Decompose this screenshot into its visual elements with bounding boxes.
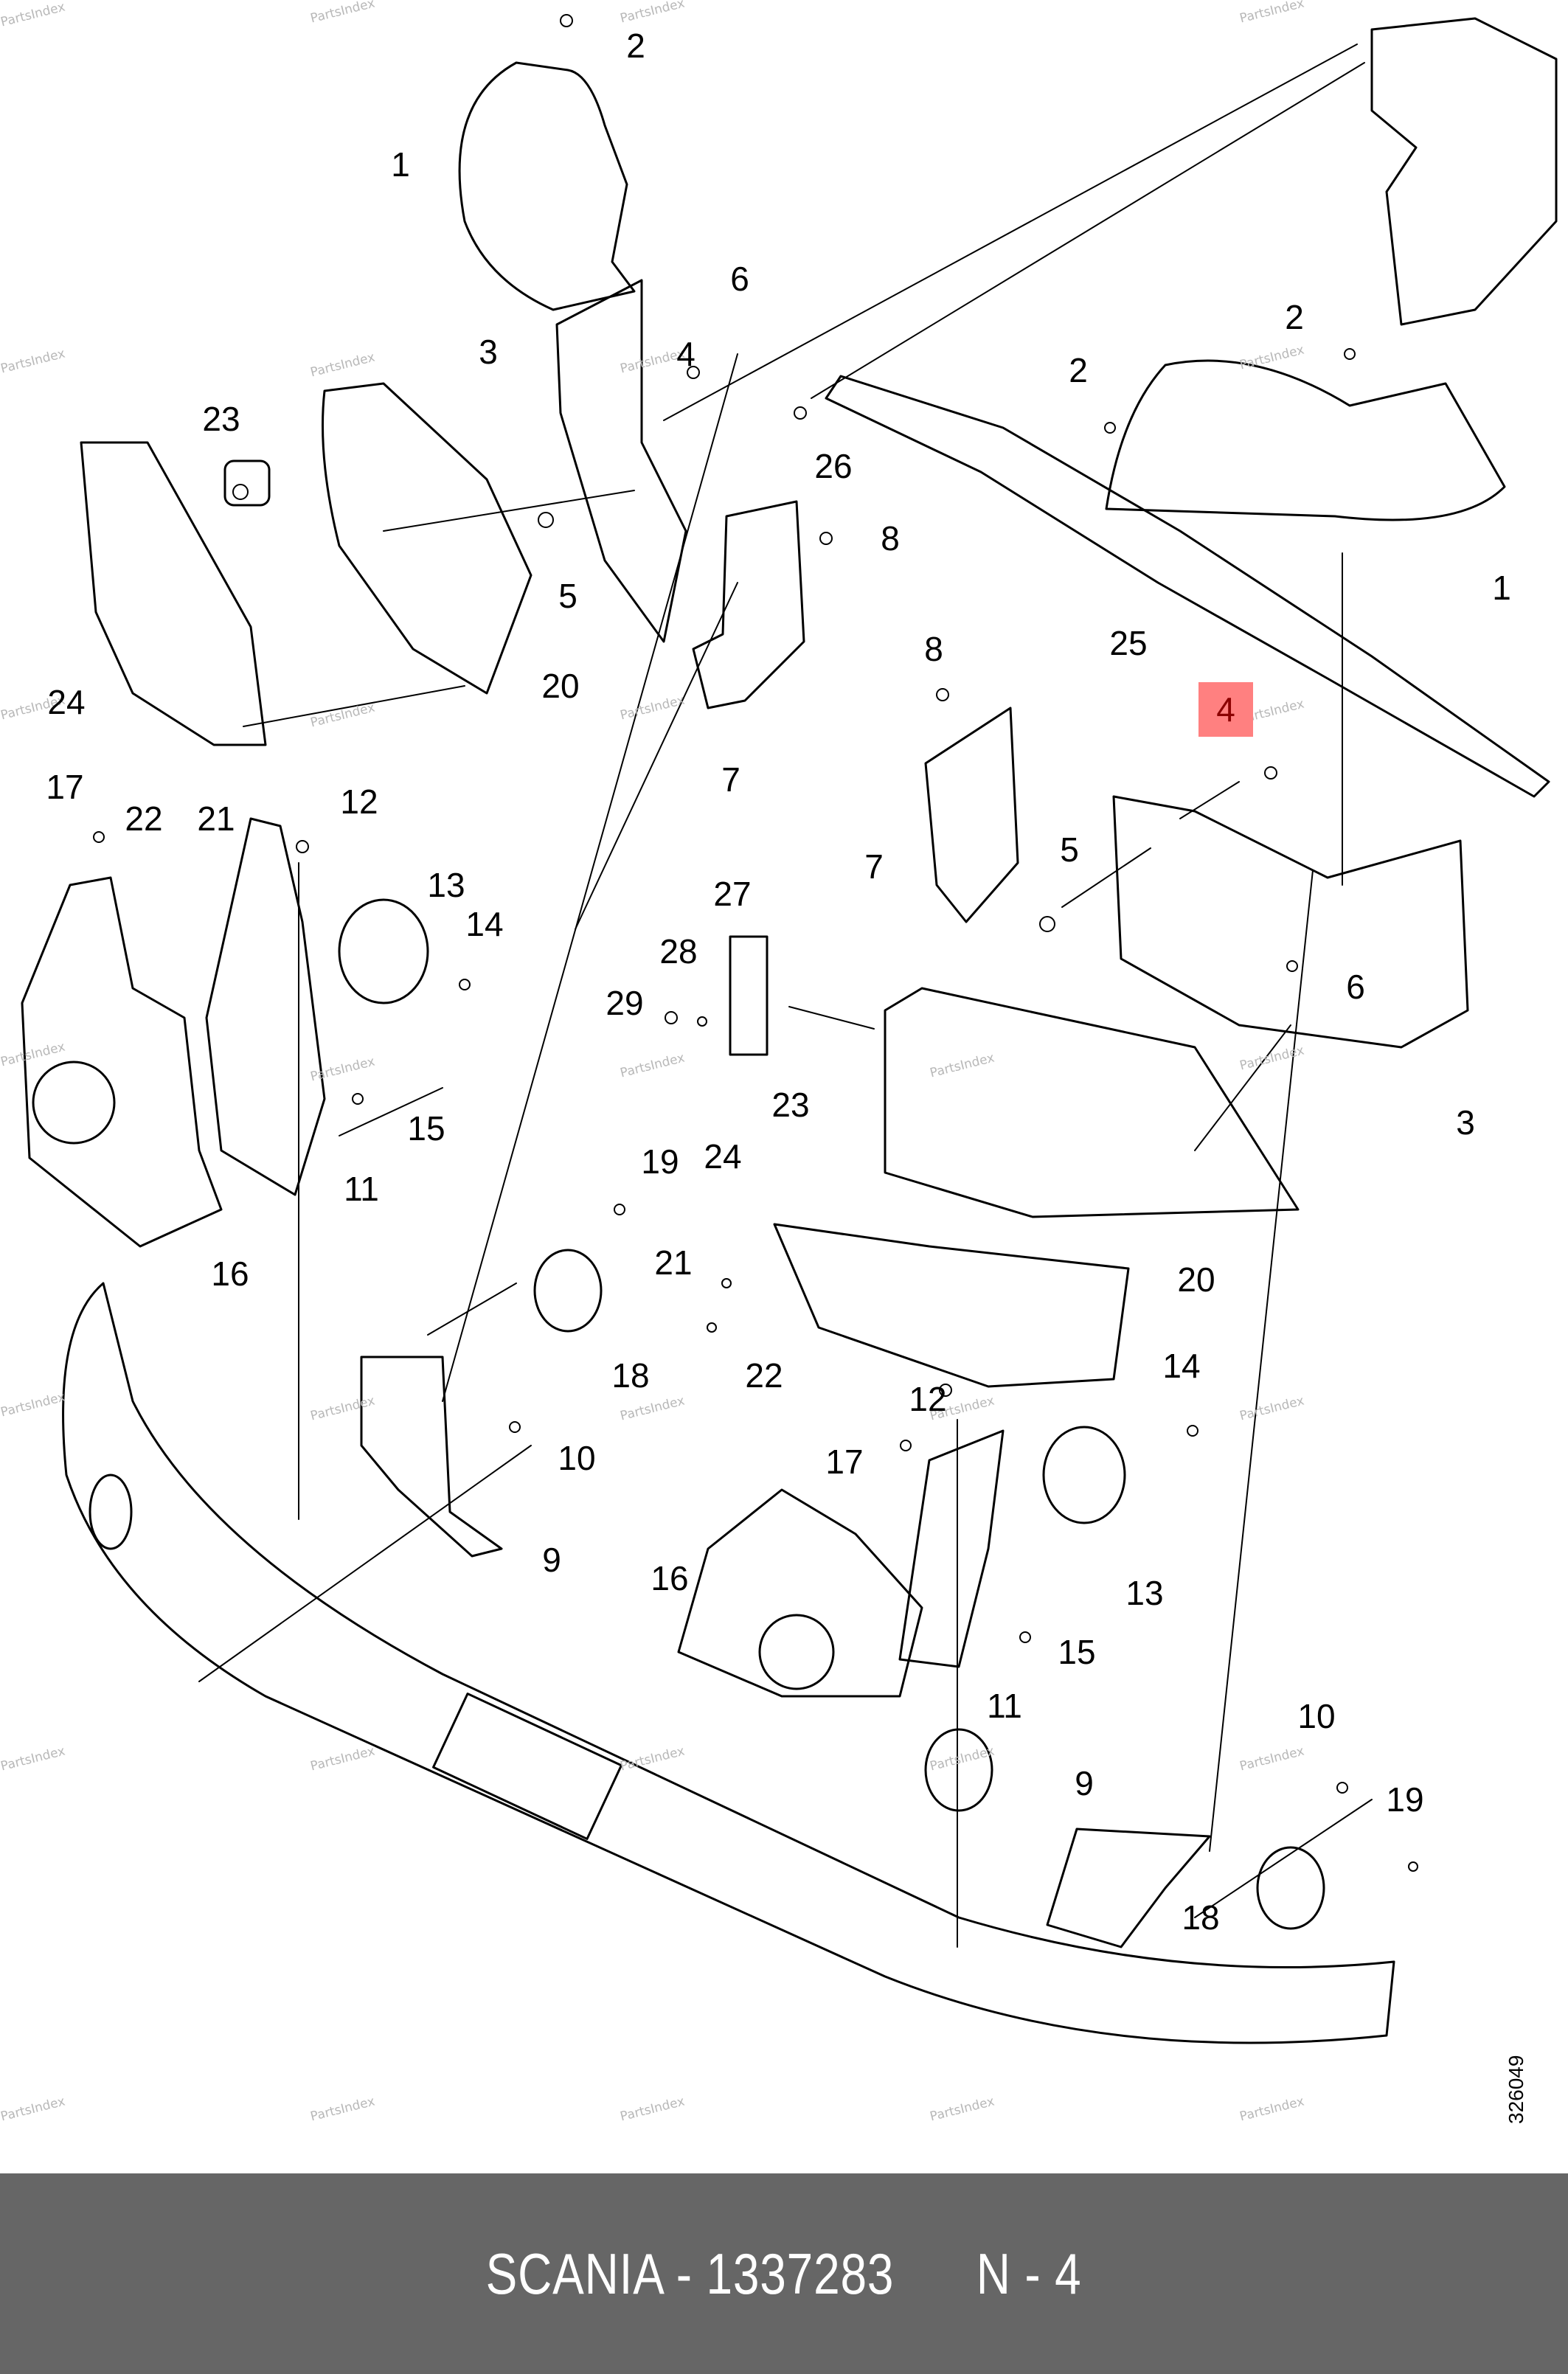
callout-part-10[interactable]: 10 (1297, 1697, 1336, 1735)
callout-part-26[interactable]: 26 (814, 447, 853, 485)
callout-part-5[interactable]: 5 (1060, 830, 1079, 869)
brand-name: SCANIA (486, 2241, 663, 2306)
callout-part-7[interactable]: 7 (864, 847, 884, 886)
callout-part-19[interactable]: 19 (641, 1142, 679, 1181)
bumper-fog-hole-right (926, 1729, 992, 1811)
part-bracket-11-left (207, 819, 325, 1195)
footer-bar: SCANIA - 1337283 N - 4 (0, 2173, 1568, 2374)
callout-part-17[interactable]: 17 (46, 768, 84, 806)
part-headlamp-24-left (81, 442, 266, 745)
callout-part-15[interactable]: 15 (1058, 1633, 1096, 1671)
callout-part-21[interactable]: 21 (197, 799, 235, 838)
callout-part-2[interactable]: 2 (1285, 298, 1304, 336)
callout-part-2[interactable]: 2 (1069, 351, 1088, 389)
callout-part-22[interactable]: 22 (125, 799, 163, 838)
part-bracket-3-left (557, 280, 686, 642)
callout-part-14[interactable]: 14 (1162, 1347, 1201, 1385)
callout-part-6[interactable]: 6 (1346, 968, 1365, 1006)
callout-part-16[interactable]: 16 (651, 1559, 689, 1597)
part-bracket-3-right (1114, 796, 1468, 1047)
part-bracket-7-right (926, 708, 1018, 922)
callout-part-15[interactable]: 15 (407, 1109, 445, 1148)
callout-part-12[interactable]: 12 (909, 1380, 947, 1418)
callout-part-8[interactable]: 8 (881, 519, 900, 558)
part-bracket-11-right (900, 1431, 1003, 1667)
drawing-number: 326049 (1505, 2055, 1527, 2124)
callout-part-24[interactable]: 24 (704, 1137, 742, 1176)
callout-part-11[interactable]: 11 (344, 1170, 379, 1208)
callout-part-18[interactable]: 18 (1182, 1898, 1220, 1937)
callout-part-22[interactable]: 22 (745, 1356, 783, 1395)
part-shroud-16-right-hole (760, 1615, 833, 1689)
callout-part-1[interactable]: 1 (391, 145, 410, 184)
fasteners (94, 15, 1418, 1871)
callout-part-20[interactable]: 20 (1177, 1260, 1215, 1299)
callout-part-25[interactable]: 25 (1109, 624, 1148, 662)
callout-part-1[interactable]: 1 (1492, 569, 1511, 607)
callout-part-13[interactable]: 13 (427, 866, 465, 904)
callout-part-28[interactable]: 28 (659, 932, 698, 971)
part-bumper (63, 1283, 1394, 2043)
callout-part-6[interactable]: 6 (730, 260, 749, 298)
part-lamp-13-left (339, 900, 428, 1003)
position-label: N - 4 (976, 2241, 1082, 2306)
callout-part-4[interactable]: 4 (676, 335, 695, 373)
part-bracket-9-right (1047, 1829, 1210, 1947)
callout-part-4-highlighted[interactable]: 4 (1198, 682, 1253, 737)
callout-part-27[interactable]: 27 (713, 875, 752, 913)
callout-part-3[interactable]: 3 (1456, 1103, 1475, 1142)
callout-part-16[interactable]: 16 (211, 1254, 249, 1293)
callout-part-23[interactable]: 23 (202, 400, 240, 438)
callout-part-18[interactable]: 18 (611, 1356, 650, 1395)
part-frame-rail (1372, 18, 1556, 324)
part-cover-1-right (1106, 361, 1505, 520)
callout-part-21[interactable]: 21 (654, 1243, 693, 1282)
part-number: 1337283 (706, 2241, 895, 2306)
separator: - (662, 2241, 707, 2306)
callout-part-29[interactable]: 29 (606, 984, 644, 1022)
callout-part-13[interactable]: 13 (1125, 1574, 1164, 1612)
part-headlamp-24-right (774, 1224, 1128, 1386)
callout-part-5[interactable]: 5 (558, 577, 577, 615)
part-lamp-18-right (1257, 1847, 1324, 1929)
callout-part-8[interactable]: 8 (924, 630, 943, 668)
part-housing-20-right (885, 988, 1298, 1217)
callout-part-19[interactable]: 19 (1386, 1780, 1424, 1819)
callout-part-7[interactable]: 7 (721, 760, 740, 799)
part-adjuster-23-left (225, 461, 269, 505)
bumper-fog-hole-left (90, 1475, 131, 1549)
callout-part-9[interactable]: 9 (1075, 1764, 1094, 1802)
callout-part-10[interactable]: 10 (558, 1439, 596, 1477)
part-cover-1-left (459, 63, 634, 310)
bumper-plate-area (434, 1694, 622, 1839)
parts-drawing (0, 0, 1568, 2176)
callout-part-24[interactable]: 24 (47, 683, 86, 721)
exploded-parts-diagram: PartsIndex PartsIndex PartsIndex PartsIn… (0, 0, 1568, 2176)
part-lamp-18-left (535, 1250, 601, 1331)
callout-part-17[interactable]: 17 (825, 1443, 864, 1481)
callout-part-14[interactable]: 14 (465, 905, 504, 943)
part-shroud-16-left (22, 878, 221, 1246)
callout-part-12[interactable]: 12 (340, 782, 378, 821)
callout-part-2[interactable]: 2 (626, 27, 645, 65)
part-shroud-16-right (679, 1490, 922, 1696)
callout-part-3[interactable]: 3 (479, 333, 498, 371)
part-crossmember-25 (826, 376, 1549, 796)
part-housing-20-left (323, 383, 532, 693)
callout-part-20[interactable]: 20 (541, 667, 580, 705)
part-bracket-7-left (693, 501, 804, 708)
callout-part-11[interactable]: 11 (987, 1687, 1022, 1725)
footer-caption: SCANIA - 1337283 N - 4 (486, 2241, 1082, 2308)
part-lamp-13-right (1044, 1427, 1125, 1523)
callout-part-23[interactable]: 23 (771, 1086, 810, 1124)
callout-part-9[interactable]: 9 (542, 1541, 561, 1579)
leader-lines (199, 44, 1372, 1947)
part-bracket-9-left (361, 1357, 502, 1556)
part-block-27 (730, 937, 767, 1055)
part-shroud-16-left-hole (33, 1062, 114, 1143)
